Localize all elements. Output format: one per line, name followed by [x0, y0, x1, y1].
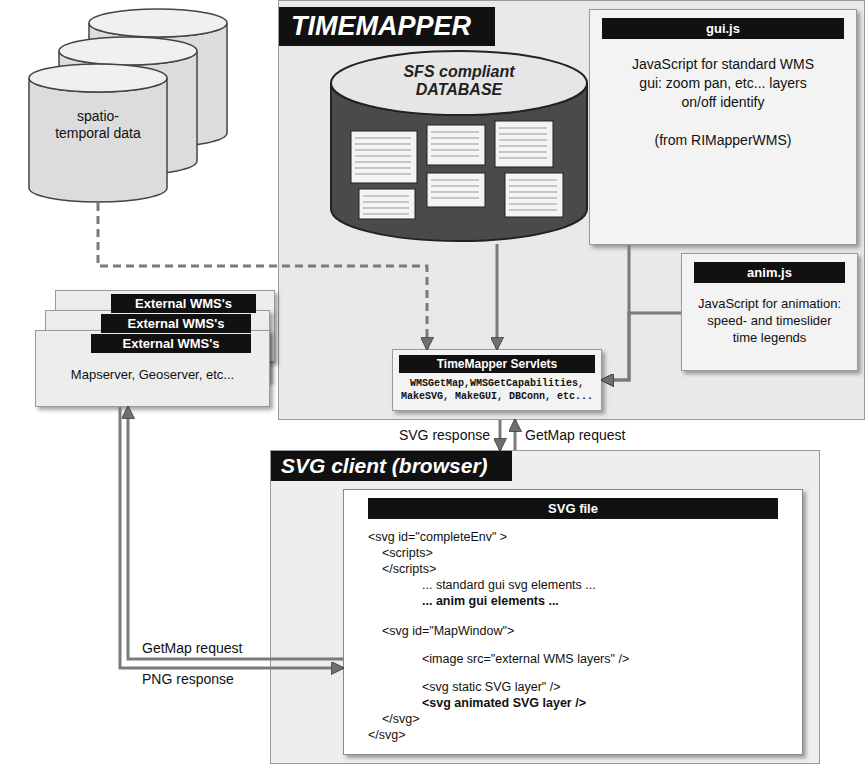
cylinder-top	[29, 64, 167, 92]
table-row	[431, 180, 479, 181]
box-header: External WMS's	[111, 294, 256, 313]
cylinder-body	[29, 78, 167, 202]
table-row	[431, 144, 479, 145]
connector-label-holder: SVG response	[397, 427, 492, 443]
cylinder-top	[59, 37, 197, 65]
table-row	[499, 140, 547, 141]
table-row	[509, 186, 557, 187]
servlet-list: WMSGetMap,WMSGetCapabilities, MakeSVG, M…	[397, 377, 597, 403]
script-box: anim.jsJavaScript for animation: speed- …	[681, 253, 858, 371]
table-row	[355, 138, 411, 139]
code-line: ... standard gui svg elements ...	[422, 577, 802, 593]
flow-arrow	[602, 245, 629, 380]
box-header: gui.js	[602, 18, 844, 39]
database-cylinder: SFS compliant DATABASE	[329, 49, 589, 244]
table-row	[499, 152, 547, 153]
script-box: gui.jsJavaScript for standard WMS gui: z…	[589, 9, 857, 245]
cylinder-top	[331, 51, 587, 115]
table-row	[499, 146, 547, 147]
box-header: External WMS's	[101, 314, 251, 333]
box-body: JavaScript for standard WMS gui: zoom pa…	[630, 55, 816, 112]
connector-label: SVG response	[397, 427, 492, 443]
table-row	[499, 128, 547, 129]
table-sheet	[495, 121, 553, 167]
table-row	[363, 208, 409, 209]
table-row	[509, 198, 557, 199]
box-header: anim.js	[694, 262, 845, 283]
table-row	[431, 186, 479, 187]
flow-arrow	[499, 420, 502, 450]
database-label: SFS compliant DATABASE	[394, 63, 524, 99]
table-row	[363, 214, 409, 215]
table-row	[509, 210, 557, 211]
box-body: Mapserver, Geoserver, etc...	[44, 367, 261, 382]
table-row	[363, 202, 409, 203]
table-row	[355, 162, 411, 163]
panel-title-tab: TIMEMAPPER	[279, 7, 495, 46]
table-row	[509, 180, 557, 181]
code-line: <svg animated SVG layer />	[422, 695, 802, 711]
table-sheet	[505, 173, 563, 217]
table-row	[355, 144, 411, 145]
table-row	[509, 204, 557, 205]
table-row	[509, 192, 557, 193]
table-row	[431, 138, 479, 139]
table-row	[431, 192, 479, 193]
code-line: <scripts>	[382, 545, 802, 561]
table-row	[355, 156, 411, 157]
servlet-box: TimeMapper ServletsWMSGetMap,WMSGetCapab…	[392, 349, 602, 411]
panel-title-tab: SVG client (browser)	[271, 451, 512, 481]
flow-arrow	[602, 313, 681, 380]
table-row	[499, 158, 547, 159]
client-panel: SVG client (browser) SVG file <svg id="com…	[270, 450, 820, 764]
cylinder-top	[89, 9, 227, 37]
code-line: <svg id="MapWindow">	[382, 623, 802, 639]
shape-outline	[28, 8, 228, 203]
box-header: SVG file	[368, 498, 778, 519]
table-sheet	[427, 125, 485, 165]
box-body: JavaScript for animation: speed- and tim…	[694, 295, 845, 346]
connector-label-holder: PNG response	[140, 671, 236, 687]
file-box: SVG file <svg id="completeEnv" ><scripts>…	[343, 489, 803, 755]
code-line: </scripts>	[382, 561, 802, 577]
box-note: (from RIMapperWMS)	[604, 132, 842, 148]
box-header: External WMS's	[91, 334, 251, 353]
box-header: TimeMapper Servlets	[399, 355, 595, 373]
connector-label: GetMap request	[140, 640, 244, 656]
code-line: </svg>	[382, 711, 802, 727]
table-row	[355, 174, 411, 175]
data-store-cylinders: spatio-temporal data	[28, 8, 228, 203]
flow-arrow	[514, 420, 517, 450]
connector-label-holder: GetMap request	[140, 640, 244, 656]
table-row	[431, 132, 479, 133]
connector-label-holder: GetMap request	[523, 427, 627, 443]
table-sheet	[359, 189, 415, 219]
connector-label: PNG response	[140, 671, 236, 687]
table-row	[355, 150, 411, 151]
table-row	[431, 156, 479, 157]
table-row	[355, 168, 411, 169]
table-row	[431, 198, 479, 199]
table-sheet	[427, 173, 485, 207]
code-line: ... anim gui elements ...	[422, 593, 802, 609]
code-line: </svg>	[368, 727, 802, 743]
table-row	[363, 196, 409, 197]
flow-arrow	[98, 203, 427, 349]
code-line: <image src="external WMS layers" />	[422, 651, 802, 667]
system-panel: TIMEMAPPER SFS compliant DATABASE gui.jsJa…	[278, 0, 865, 420]
store-label: spatio-temporal data	[50, 108, 146, 142]
table-row	[431, 150, 479, 151]
external-service-box: External WMS'sMapserver, Geoserver, etc.…	[35, 330, 270, 407]
code-line: <svg id="completeEnv" >	[368, 529, 802, 545]
flow-arrow	[496, 244, 499, 349]
table-sheet	[351, 131, 417, 183]
flow-arrow	[128, 407, 343, 659]
connector-label: GetMap request	[523, 427, 627, 443]
table-row	[499, 134, 547, 135]
flow-arrow	[120, 407, 343, 668]
code-line: <svg static SVG layer" />	[422, 679, 802, 695]
